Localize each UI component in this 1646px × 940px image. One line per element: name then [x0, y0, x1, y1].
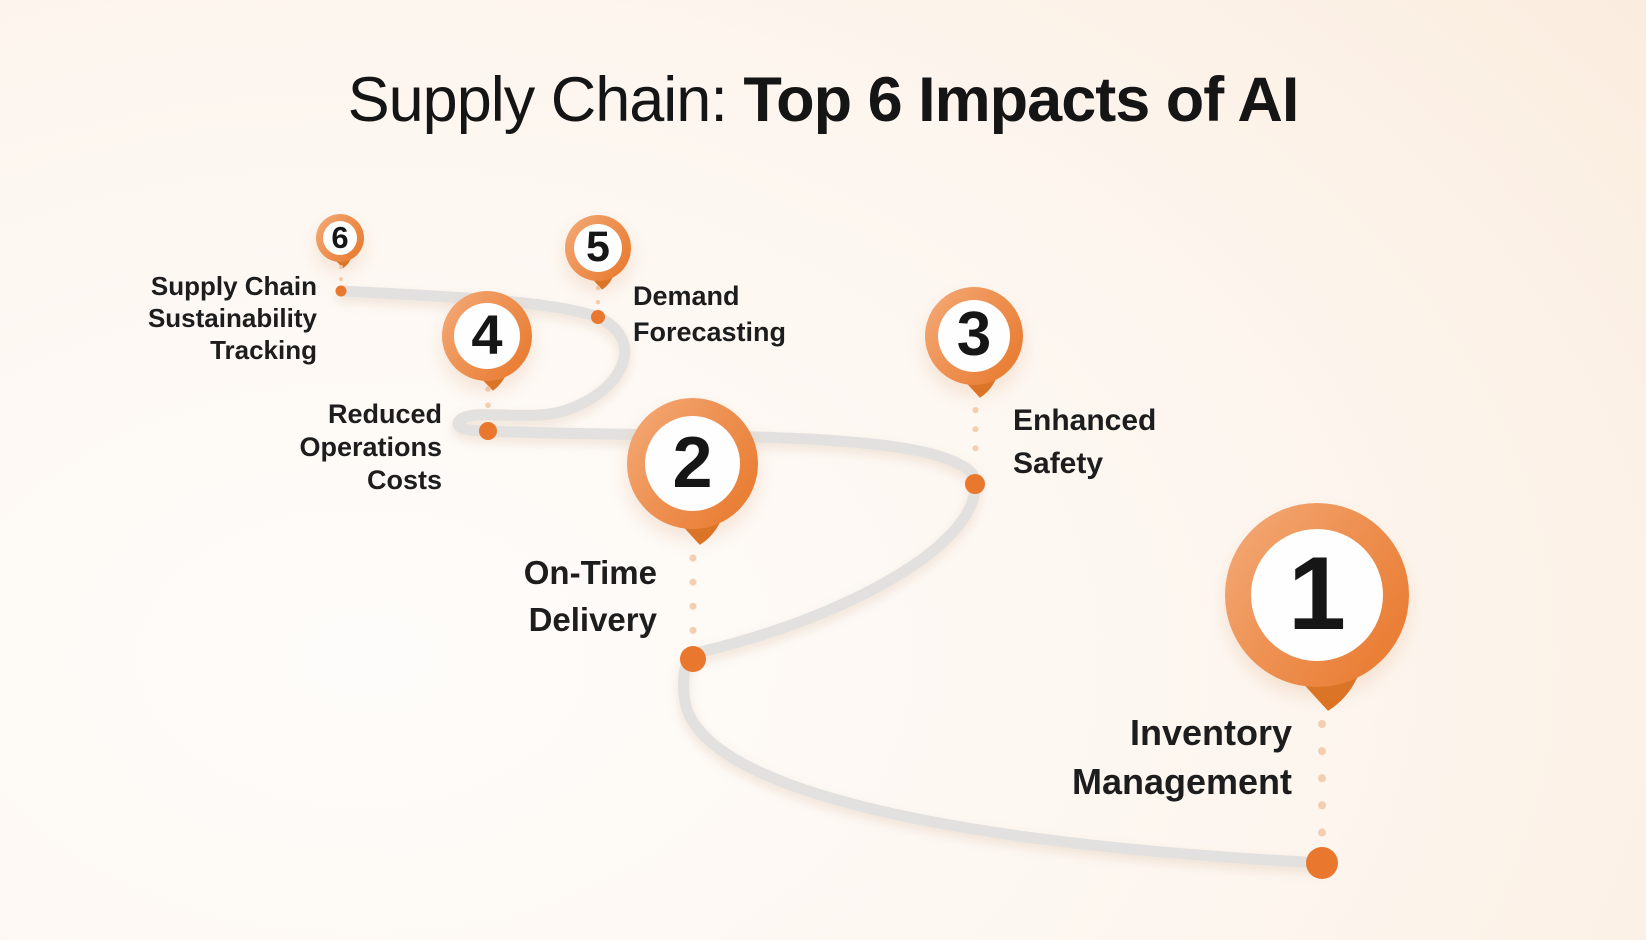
waypoint-dot-2 — [680, 646, 706, 672]
waypoint-dot-1 — [1306, 847, 1338, 879]
step-2-label: On-Time Delivery — [523, 554, 657, 638]
step-6-pin-face: 6 — [323, 221, 357, 255]
page-title: Supply Chain: Top 6 Impacts of AI — [0, 64, 1646, 136]
step-1-pin: 1 — [1225, 503, 1409, 687]
step-4-label: Reduced Operations Costs — [299, 399, 442, 495]
step-2-number: 2 — [672, 422, 713, 503]
step-3-label: Enhanced Safety — [1013, 404, 1157, 480]
step-3-pin: 3 — [925, 287, 1023, 385]
step-1-number: 1 — [1288, 536, 1346, 652]
step-6-pin: 6 — [316, 214, 364, 262]
step-5-number: 5 — [586, 222, 610, 271]
step-5-pin-face: 5 — [574, 224, 622, 272]
step-3-number: 3 — [956, 300, 992, 369]
step-3-pin-face: 3 — [938, 300, 1010, 372]
waypoint-dot-6 — [335, 285, 347, 297]
step-6-number: 6 — [331, 219, 349, 255]
route-path — [336, 285, 1328, 869]
page-title-prefix: Supply Chain: — [347, 65, 744, 135]
waypoint-dot-5 — [591, 310, 605, 324]
step-5-pin: 5 — [565, 215, 631, 281]
waypoint-dot-4 — [479, 422, 497, 440]
page-title-emphasis: Top 6 Impacts of AI — [743, 65, 1299, 135]
step-4-pin-face: 4 — [454, 303, 520, 369]
step-1-label: Inventory Management — [1071, 712, 1292, 802]
step-6-label: Supply Chain Sustainability Tracking — [147, 271, 317, 365]
step-5-label: Demand Forecasting — [633, 281, 787, 347]
step-1-pin-face: 1 — [1251, 529, 1383, 661]
step-2-pin-face: 2 — [645, 416, 740, 511]
step-2-pin: 2 — [627, 398, 758, 529]
waypoint-dot-3 — [965, 474, 985, 494]
step-4-pin: 4 — [442, 291, 532, 381]
step-4-number: 4 — [471, 303, 503, 366]
